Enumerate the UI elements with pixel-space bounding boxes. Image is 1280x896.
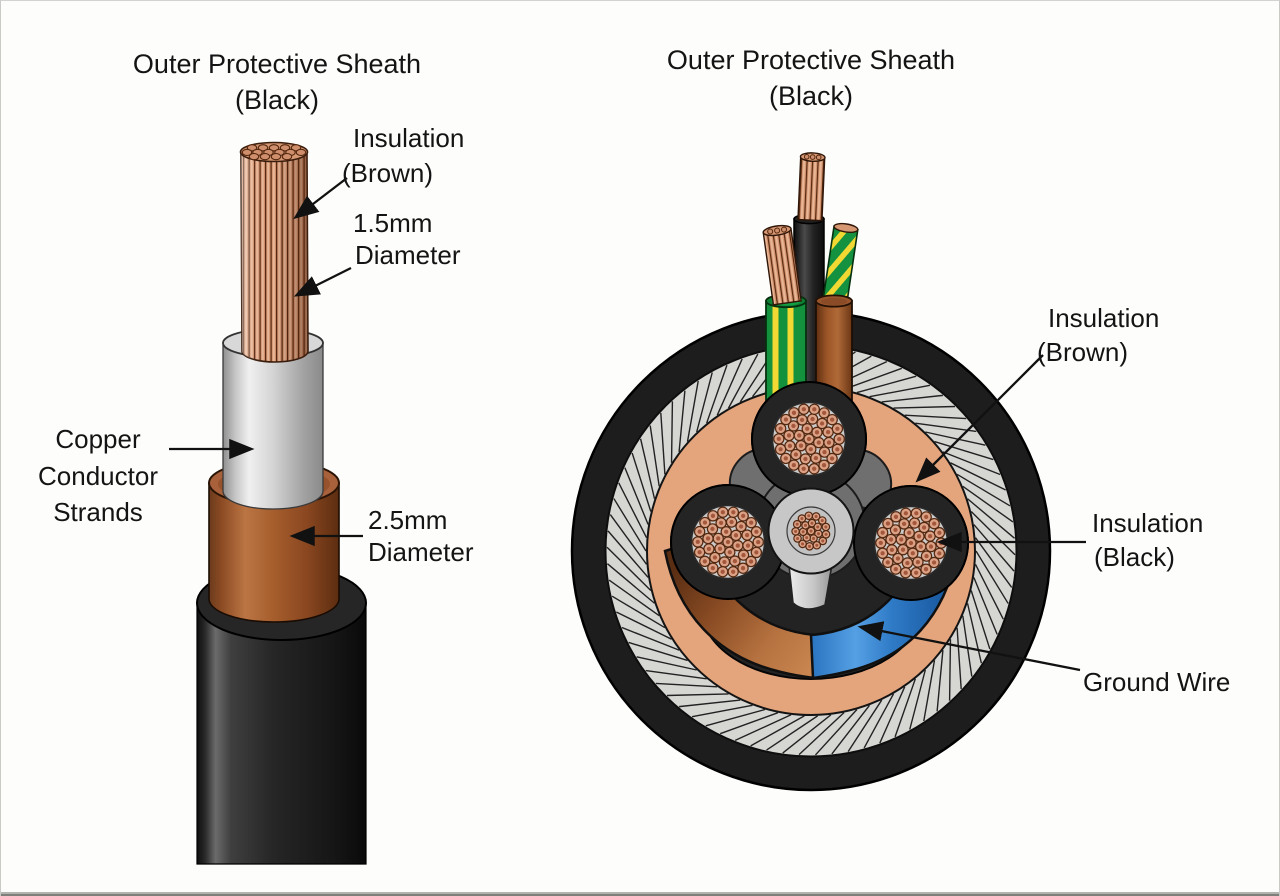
copper-strand-bundle <box>239 141 309 363</box>
right-insulation-brown-line2: (Brown) <box>1037 337 1129 367</box>
arrow-ground-wire <box>857 621 1081 672</box>
callout-arrows <box>169 177 1086 672</box>
core-left <box>670 484 786 600</box>
arrow-diameter-1-5 <box>293 266 352 297</box>
copper-label-line1: Copper <box>55 424 141 454</box>
left-insulation-label-line1: Insulation <box>353 123 465 153</box>
black-wire-copper-tip <box>797 152 826 222</box>
copper-label-line3: Strands <box>53 497 143 527</box>
right-insulation-black-line1: Insulation <box>1092 508 1204 538</box>
left-cable-illustration <box>196 141 367 865</box>
ground-wire-label: Ground Wire <box>1083 667 1231 697</box>
diameter-2-5-label-line1: 2.5mm <box>368 505 448 535</box>
green-yellow-diagonal-wire <box>821 222 859 308</box>
bottom-border-light <box>1 892 1279 894</box>
left-title-line1: Outer Protective Sheath <box>132 49 422 79</box>
right-insulation-black-line2: (Black) <box>1094 542 1175 572</box>
diameter-1-5-label-line2: Diameter <box>355 240 461 270</box>
diameter-1-5-label-line1: 1.5mm <box>353 208 433 238</box>
copper-label-line2: Conductor <box>38 461 158 491</box>
core-center <box>767 487 855 575</box>
left-insulation-label-line2: (Brown) <box>342 158 434 188</box>
bottom-border-dark <box>1 894 1279 896</box>
arrow-insulation-brown-left <box>293 177 348 220</box>
right-title-line1: Outer Protective Sheath <box>666 45 956 75</box>
right-cable-cross-section <box>570 152 1052 792</box>
core-right <box>853 485 969 601</box>
left-title-line2: (Black) <box>234 85 319 115</box>
ground-wire-copper-tip <box>762 224 802 306</box>
right-title-line2: (Black) <box>768 81 853 111</box>
diameter-2-5-label-line2: Diameter <box>368 537 474 567</box>
core-top <box>751 381 867 497</box>
armor-wire-hatching <box>606 346 1016 756</box>
arrow-insulation-brown-right <box>915 354 1044 483</box>
right-insulation-brown-line1: Insulation <box>1048 303 1160 333</box>
